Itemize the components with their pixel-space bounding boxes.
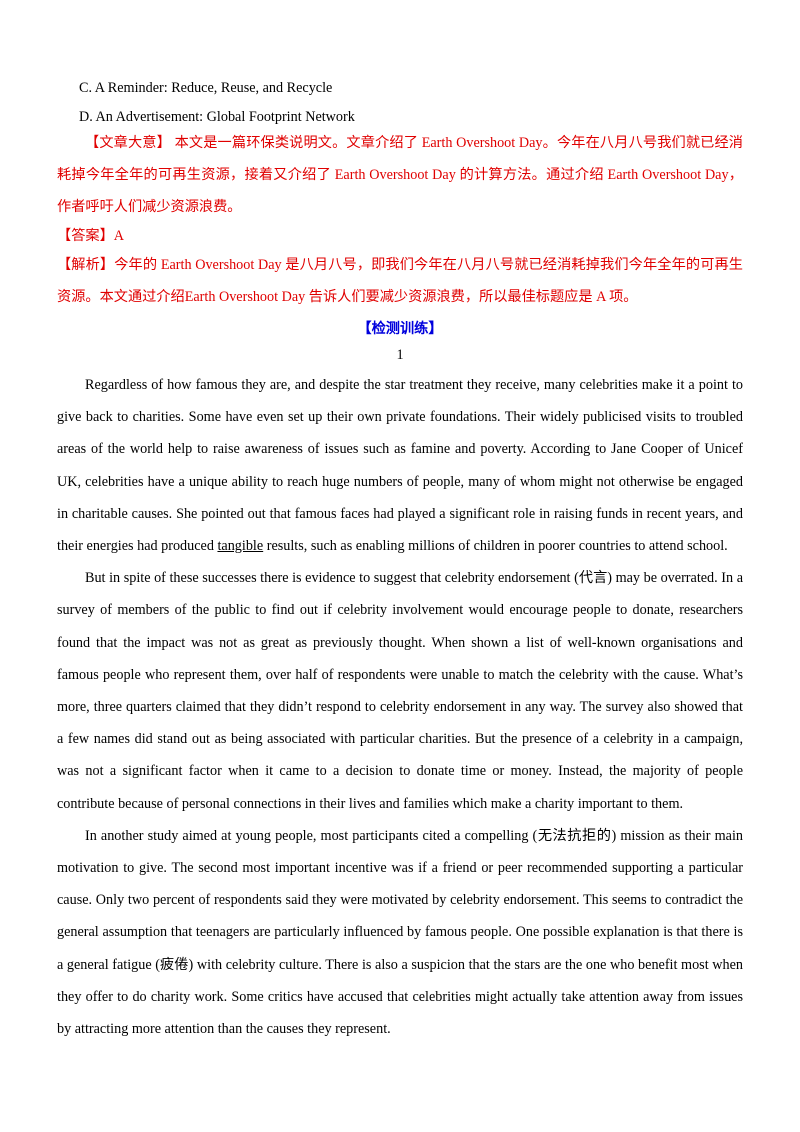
option-c: C. A Reminder: Reduce, Reuse, and Recycl… [79,80,333,96]
summary-paragraph: 【文章大意】 本文是一篇环保类说明文。文章介绍了 Earth Overshoot… [57,127,743,223]
section-title: 【检测训练】 [357,321,443,337]
underlined-word: tangible [217,538,264,555]
summary-label: 【文章大意】 [85,135,171,151]
analysis-label: 【解析】 [57,257,115,273]
paragraph-1-text-a: Regardless of how famous they are, and d… [57,377,743,555]
passage-paragraph-3: In another study aimed at young people, … [57,827,743,1038]
document-page: C. A Reminder: Reduce, Reuse, and Recycl… [57,78,743,1045]
summary-text: 本文是一篇环保类说明文。文章介绍了 Earth Overshoot Day。今年… [57,135,743,215]
option-d: D. An Advertisement: Global Footprint Ne… [79,109,355,125]
analysis-paragraph: 【解析】今年的 Earth Overshoot Day 是八月八号，即我们今年在… [57,249,743,313]
paragraph-1-text-b: results, such as enabling millions of ch… [263,538,728,555]
answer-text: A [113,228,125,244]
explanation-block: 【文章大意】 本文是一篇环保类说明文。文章介绍了 Earth Overshoot… [57,127,743,313]
answer-paragraph: 【答案】A [57,223,743,249]
passage-number: 1 [396,347,404,363]
passage-paragraph-1: Regardless of how famous they are, and d… [57,369,743,562]
answer-label: 【答案】 [57,228,114,244]
analysis-text: 今年的 Earth Overshoot Day 是八月八号，即我们今年在八月八号… [57,257,743,305]
passage-body: Regardless of how famous they are, and d… [57,369,743,1045]
passage-paragraph-2: But in spite of these successes there is… [57,570,743,812]
